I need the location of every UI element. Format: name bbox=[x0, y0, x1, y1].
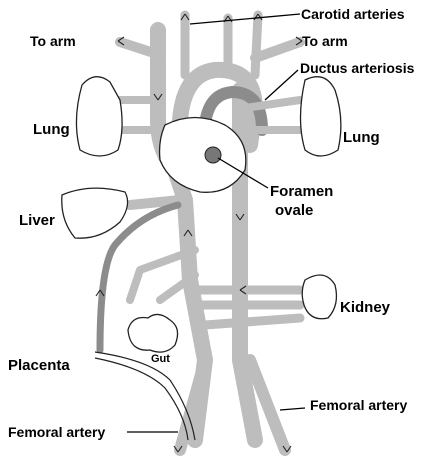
kidney-shape bbox=[302, 275, 336, 319]
label-carotid: Carotid arteries bbox=[301, 6, 405, 22]
gut-shape bbox=[128, 314, 178, 352]
ductus-leader bbox=[265, 70, 298, 100]
carotid-right-branch bbox=[255, 15, 258, 75]
label-kidney: Kidney bbox=[340, 299, 391, 316]
vessels bbox=[95, 15, 300, 450]
liver-shape bbox=[62, 188, 128, 238]
label-ductus: Ductus arteriosis bbox=[300, 60, 415, 76]
label-femoral-left: Femoral artery bbox=[8, 424, 105, 440]
label-foramen: Foramen bbox=[270, 183, 333, 200]
label-to-arm-left: To arm bbox=[30, 33, 76, 49]
arm-right-branch bbox=[255, 42, 300, 58]
label-gut: Gut bbox=[151, 353, 170, 365]
label-liver: Liver bbox=[19, 212, 55, 229]
label-ovale: ovale bbox=[275, 202, 313, 219]
femoral-right-leader bbox=[280, 408, 305, 410]
carotid-leader bbox=[190, 14, 300, 24]
label-lung-right: Lung bbox=[343, 129, 380, 146]
foramen-ovale-marker bbox=[205, 147, 221, 163]
label-to-arm-right: To arm bbox=[302, 33, 348, 49]
label-placenta: Placenta bbox=[8, 357, 70, 374]
label-lung-left: Lung bbox=[33, 121, 70, 138]
umbilical-artery bbox=[95, 352, 195, 440]
lung-left bbox=[76, 77, 122, 156]
label-femoral-right: Femoral artery bbox=[310, 397, 407, 413]
lung-right bbox=[301, 77, 341, 156]
umbilical-artery-2 bbox=[95, 358, 188, 440]
